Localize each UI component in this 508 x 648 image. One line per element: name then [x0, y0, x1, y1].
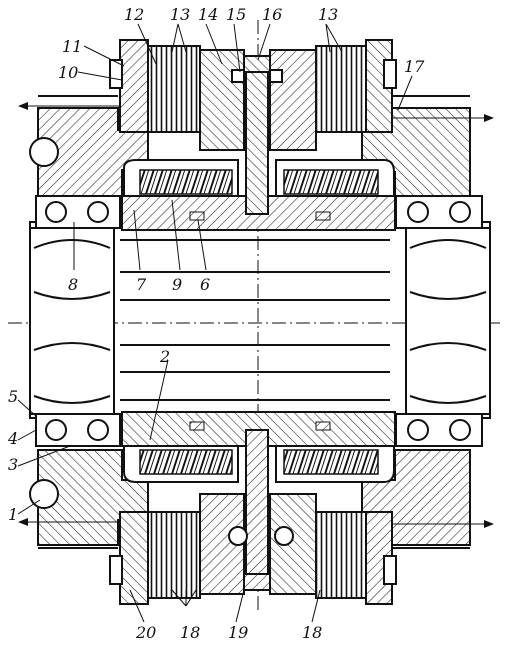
label-17: 17	[404, 57, 425, 76]
label-10: 10	[58, 63, 78, 82]
label-16: 16	[262, 5, 282, 24]
flow-arrows	[18, 102, 494, 528]
label-18-left: 18	[180, 623, 200, 642]
left-shaft-end	[29, 227, 115, 415]
right-shaft-end	[405, 227, 491, 415]
label-8: 8	[68, 275, 78, 294]
label-20: 20	[135, 623, 156, 642]
label-19: 19	[228, 623, 248, 642]
outer-flanges	[38, 59, 470, 585]
label-5: 5	[8, 387, 18, 406]
label-15: 15	[226, 5, 246, 24]
label-2: 2	[159, 347, 170, 366]
label-7: 7	[136, 275, 147, 294]
callout-labels: 1 2 3 4 5 6 7 8 9 10 11 12 13 13 14 15 1…	[7, 5, 425, 642]
label-4: 4	[7, 429, 18, 448]
label-12: 12	[124, 5, 144, 24]
leader-lines	[17, 23, 413, 623]
label-13-right: 13	[318, 5, 338, 24]
label-6: 6	[200, 275, 210, 294]
label-13-left: 13	[170, 5, 190, 24]
bearings	[35, 195, 483, 447]
spring-cages	[123, 159, 395, 483]
label-18-right: 18	[302, 623, 322, 642]
label-3: 3	[8, 455, 18, 474]
label-11: 11	[62, 37, 82, 56]
label-1: 1	[8, 505, 18, 524]
label-9: 9	[172, 275, 182, 294]
label-14: 14	[198, 5, 218, 24]
